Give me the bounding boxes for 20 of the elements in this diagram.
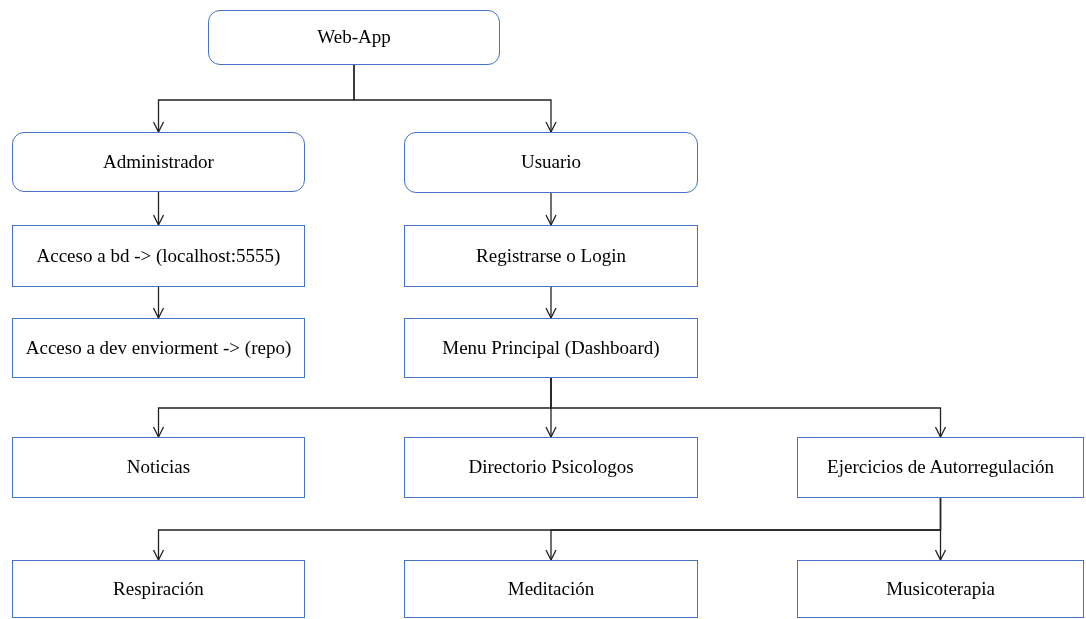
process-box: Respiración	[12, 560, 305, 618]
process-box: Musicoterapia	[797, 560, 1084, 618]
process-box: Acceso a bd -> (localhost:5555)	[12, 225, 305, 287]
process-box: Meditación	[404, 560, 698, 618]
rounded-box: Administrador	[12, 132, 305, 192]
connector-arrow	[934, 497, 947, 561]
connector-arrow	[152, 286, 165, 319]
process-box: Ejercicios de Autorregulación	[797, 437, 1084, 498]
rounded-box: Web-App	[208, 10, 500, 65]
process-box: Menu Principal (Dashboard)	[404, 318, 698, 378]
connector-arrow	[353, 64, 557, 133]
connector-arrow	[152, 191, 165, 226]
process-box: Directorio Psicologos	[404, 437, 698, 498]
connector-arrow	[545, 192, 557, 226]
rounded-box: Usuario	[404, 132, 698, 193]
connector-arrow	[545, 286, 557, 319]
process-box: Noticias	[12, 437, 305, 498]
connector-arrow	[550, 377, 947, 438]
process-box: Acceso a dev enviorment -> (repo)	[12, 318, 305, 378]
process-box: Registrarse o Login	[404, 225, 698, 287]
